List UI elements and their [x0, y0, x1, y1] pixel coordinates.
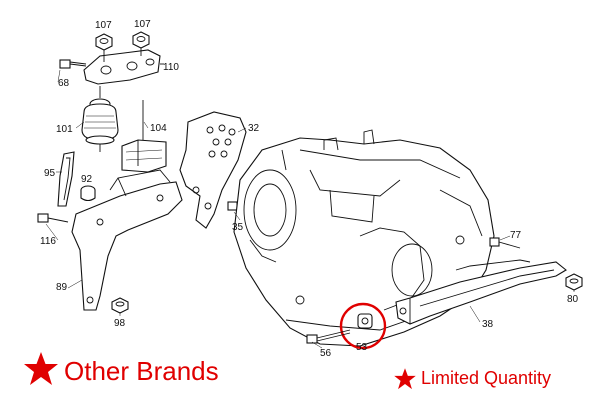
- bolt-53: [357, 313, 373, 329]
- callout-80: 80: [567, 294, 579, 305]
- callout-98: 98: [114, 318, 126, 329]
- callout-38: 38: [482, 319, 494, 330]
- nut-98: [111, 297, 129, 314]
- callout-68: 68: [58, 78, 70, 89]
- callout-107-right: 107: [134, 19, 151, 30]
- bolt-77: [489, 237, 521, 249]
- callout-35: 35: [232, 222, 244, 233]
- nut-107-right: [132, 31, 150, 49]
- bracket-89: [71, 169, 183, 311]
- callout-89: 89: [56, 282, 68, 293]
- legend-other-brands: Other Brands: [64, 356, 219, 386]
- bolt-68: [59, 59, 87, 69]
- callout-104: 104: [150, 123, 167, 134]
- bushing-92: [80, 185, 96, 202]
- bolt-56: [306, 329, 351, 344]
- callout-32: 32: [248, 123, 260, 134]
- damper-104: [121, 100, 167, 173]
- callout-92: 92: [81, 174, 93, 185]
- callout-110: 110: [163, 62, 179, 73]
- callout-95: 95: [44, 168, 56, 179]
- callout-116: 116: [40, 236, 56, 247]
- callout-56: 56: [320, 348, 332, 359]
- callout-53: 53: [356, 342, 368, 353]
- bracket-32: [179, 111, 247, 229]
- legend-limited-quantity: Limited Quantity: [421, 368, 552, 388]
- callout-107-left: 107: [95, 20, 112, 31]
- highlight-circle-53: [339, 302, 387, 350]
- bolt-116: [37, 213, 69, 223]
- callout-77: 77: [510, 230, 522, 241]
- callout-101: 101: [56, 124, 73, 135]
- crossmember-38: [395, 259, 567, 325]
- nut-80: [565, 273, 583, 291]
- star-icon: [24, 352, 58, 385]
- bracket-110: [83, 48, 164, 85]
- nut-107-left: [95, 33, 113, 51]
- engine-mount-101: [81, 86, 119, 152]
- strap-95: [57, 151, 75, 207]
- star-icon: [394, 368, 416, 390]
